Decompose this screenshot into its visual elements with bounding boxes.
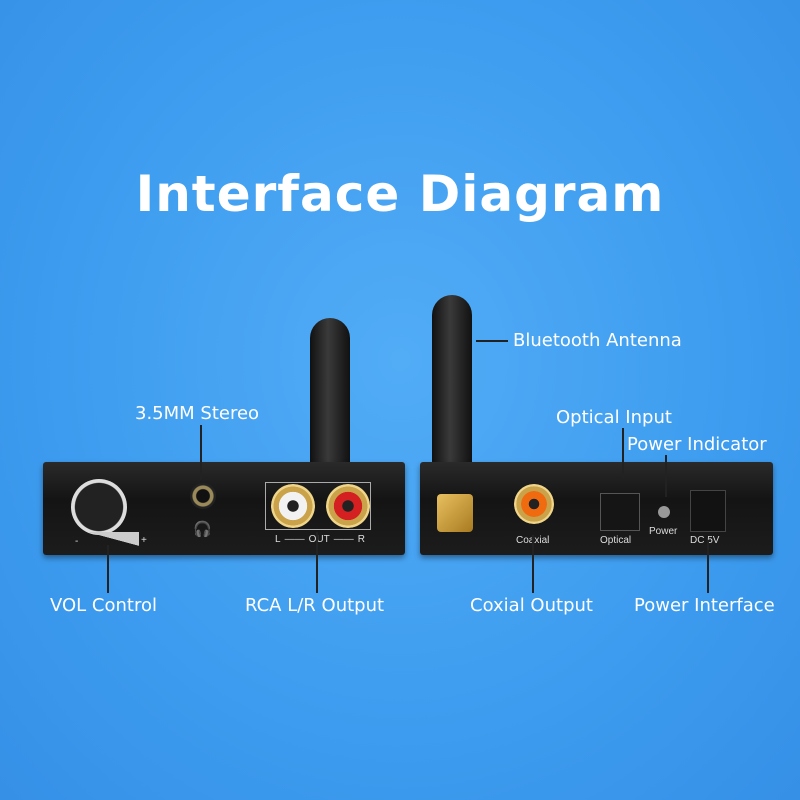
dash: —— xyxy=(284,534,305,545)
left-device-panel: - + 🎧 L —— OUT —— R xyxy=(43,462,405,555)
label-power-indicator: Power Indicator xyxy=(627,434,767,455)
label-stereo: 3.5MM Stereo xyxy=(135,403,260,424)
rca-r: R xyxy=(357,534,365,545)
optical-label: Optical xyxy=(600,535,632,546)
vol-plus: + xyxy=(141,535,147,546)
left-antenna xyxy=(310,318,350,468)
power-label: Power xyxy=(649,526,678,537)
dc-jack[interactable] xyxy=(690,490,726,532)
callout-line xyxy=(316,532,318,593)
rca-out-label: L —— OUT —— R xyxy=(275,534,365,545)
rca-left-jack[interactable] xyxy=(271,484,315,528)
callout-line xyxy=(200,425,202,480)
page-title: Interface Diagram xyxy=(135,165,665,223)
label-bluetooth-antenna: Bluetooth Antenna xyxy=(513,330,682,351)
callout-line xyxy=(622,428,624,478)
rca-out: OUT xyxy=(308,534,330,545)
label-power-interface: Power Interface xyxy=(634,595,775,616)
headphone-jack[interactable] xyxy=(190,483,216,509)
callout-line xyxy=(476,340,508,342)
dc-label: DC 5V xyxy=(690,535,720,546)
rca-l: L xyxy=(275,534,281,545)
rca-box xyxy=(265,482,371,530)
callout-line xyxy=(665,455,667,497)
bluetooth-antenna xyxy=(432,295,472,485)
power-led xyxy=(658,506,670,518)
label-optical-input: Optical Input xyxy=(556,407,672,428)
vol-minus: - xyxy=(75,536,79,547)
rca-right-jack[interactable] xyxy=(326,484,370,528)
optical-port[interactable] xyxy=(600,493,640,531)
volume-scale-icon xyxy=(87,532,139,546)
antenna-connector xyxy=(437,494,473,532)
callout-line xyxy=(532,535,534,593)
callout-line xyxy=(107,545,109,593)
label-coaxial-output: Coxial Output xyxy=(470,595,593,616)
label-rca-output: RCA L/R Output xyxy=(245,595,385,616)
dash: —— xyxy=(333,534,354,545)
coaxial-jack[interactable] xyxy=(514,484,554,524)
right-device-panel: Coaxial Optical Power DC 5V xyxy=(420,462,773,555)
callout-line xyxy=(707,540,709,593)
label-vol-control: VOL Control xyxy=(50,595,157,616)
volume-knob[interactable] xyxy=(71,479,127,535)
headphone-icon: 🎧 xyxy=(193,520,212,538)
